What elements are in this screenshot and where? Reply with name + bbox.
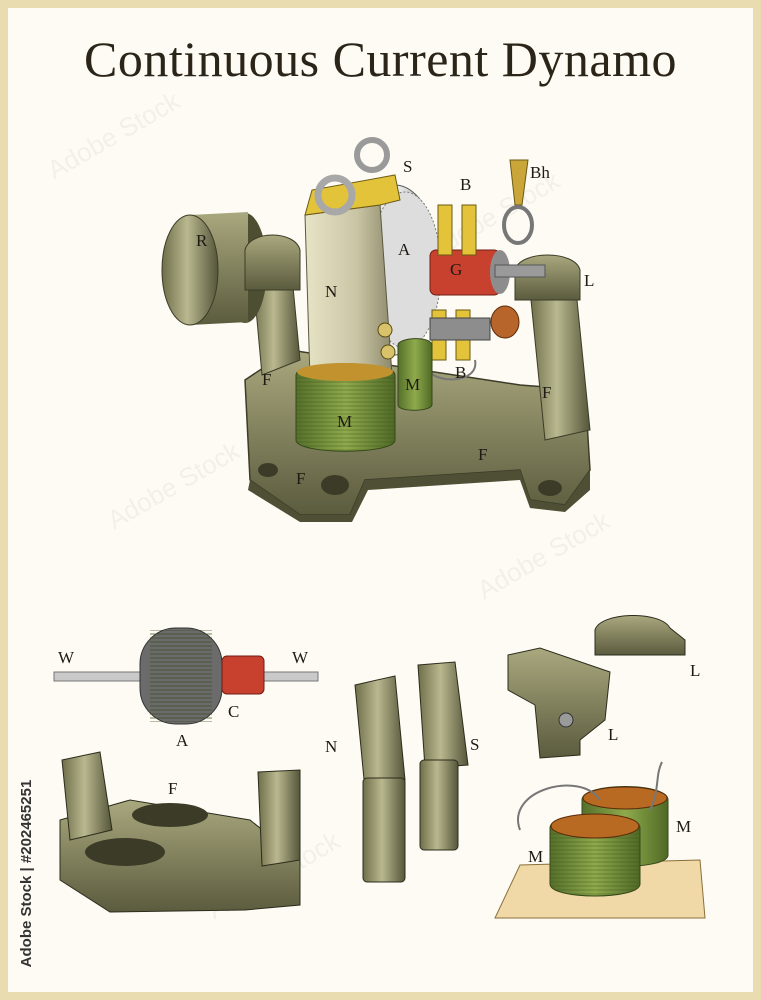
eye-bolt bbox=[354, 137, 390, 173]
label-r: R bbox=[196, 231, 208, 250]
label-bh: Bh bbox=[530, 163, 550, 182]
label-m-coil-left: M bbox=[528, 847, 543, 866]
pole-shank-n bbox=[362, 777, 406, 883]
pole-pieces-detail: N S bbox=[325, 661, 479, 883]
label-w-left: W bbox=[58, 648, 75, 667]
brush-handle bbox=[509, 159, 529, 206]
label-f-base-mid: F bbox=[478, 445, 487, 464]
label-f-base-left: F bbox=[296, 469, 305, 488]
frame-standard-right bbox=[257, 769, 301, 867]
brush-spring bbox=[429, 317, 491, 341]
label-m-back: M bbox=[405, 375, 420, 394]
bearing-bolt bbox=[558, 712, 574, 728]
label-f-left: F bbox=[262, 370, 271, 389]
base-bolt-hole bbox=[321, 475, 349, 495]
label-c: C bbox=[228, 702, 239, 721]
label-b1: B bbox=[455, 363, 466, 382]
label-s-pole: S bbox=[470, 735, 479, 754]
label-m-front: M bbox=[337, 412, 352, 431]
pole-piece-s bbox=[417, 661, 469, 769]
frame-pole-seat bbox=[132, 803, 208, 827]
brush-rocker-nut bbox=[490, 305, 520, 339]
base-frame-shadow bbox=[248, 470, 590, 522]
left-bearing bbox=[244, 234, 301, 291]
armature-detail: W W A C bbox=[53, 627, 319, 750]
bearing-pedestal bbox=[507, 647, 611, 759]
label-n: N bbox=[325, 282, 337, 301]
label-l: L bbox=[584, 271, 594, 290]
stock-id-text: Adobe Stock | #202465251 bbox=[18, 779, 35, 968]
frame-pole-seat bbox=[85, 838, 165, 866]
coil-top-edge bbox=[297, 363, 393, 381]
base-bolt-hole bbox=[258, 463, 278, 477]
coil-left-top bbox=[550, 813, 640, 839]
bearings-detail: L L bbox=[507, 615, 700, 759]
armature-commutator bbox=[221, 655, 265, 695]
stock-id-watermark: Adobe Stock | #202465251 bbox=[14, 765, 36, 990]
pulley-side bbox=[161, 214, 219, 326]
label-l-upper: L bbox=[690, 661, 700, 680]
eye-bolt bbox=[314, 174, 356, 216]
bearing-cap bbox=[594, 615, 686, 656]
label-f-frame: F bbox=[168, 779, 177, 798]
terminal bbox=[380, 344, 396, 360]
brush-holder bbox=[461, 204, 477, 256]
pole-piece-n bbox=[354, 675, 406, 791]
label-g: G bbox=[450, 260, 462, 279]
label-a-armature: A bbox=[176, 731, 189, 750]
label-n-pole: N bbox=[325, 737, 337, 756]
brush-holder bbox=[437, 204, 453, 256]
label-b: B bbox=[460, 175, 471, 194]
base-bolt-hole bbox=[538, 480, 562, 496]
armature-windings bbox=[150, 630, 212, 722]
frame-standard-left bbox=[61, 751, 113, 841]
coil-windings bbox=[296, 363, 395, 452]
terminal bbox=[377, 322, 393, 338]
pole-piece bbox=[304, 204, 393, 379]
pole-shank-s bbox=[419, 759, 459, 851]
label-w-right: W bbox=[292, 648, 309, 667]
coil-right-top bbox=[582, 786, 668, 810]
label-m-coil-right: M bbox=[676, 817, 691, 836]
shaft bbox=[494, 264, 546, 278]
coil-lead-wire bbox=[649, 761, 663, 811]
field-coil-back bbox=[397, 338, 433, 411]
label-a: A bbox=[398, 240, 411, 259]
coil-lead-wire bbox=[517, 784, 601, 831]
page-title: Continuous Current Dynamo bbox=[83, 31, 678, 87]
handle-ring bbox=[502, 205, 534, 245]
main-dynamo: S B Bh R A N G L F F M M B F F bbox=[161, 137, 594, 522]
label-l-lower: L bbox=[608, 725, 618, 744]
label-f-right: F bbox=[542, 383, 551, 402]
commutator bbox=[429, 249, 501, 296]
label-s: S bbox=[403, 157, 412, 176]
frame-detail: F bbox=[59, 751, 301, 913]
coils-detail: M M bbox=[494, 761, 706, 919]
